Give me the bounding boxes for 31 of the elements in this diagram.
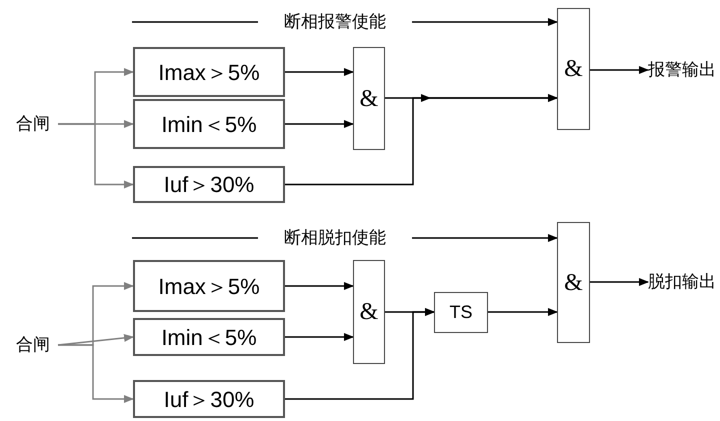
arrow [285,282,354,290]
output-label: 报警输出 [648,46,716,94]
arrow [590,278,649,286]
and-gate: & [353,47,385,150]
signal-label: 合闸 [8,113,58,135]
condition-box: Imin＜5% [133,99,285,149]
arrow [58,334,134,346]
condition-box: Imin＜5% [133,318,285,356]
arrow [488,308,558,316]
output-label: 脱扣输出 [648,258,716,306]
arrow [58,123,134,188]
delay-box: TS [434,292,488,333]
condition-box: Iuf＞30% [133,166,285,203]
arrow [285,94,558,186]
and-gate: & [353,260,385,364]
arrow [590,66,649,74]
signal-label: 断相脱扣使能 [258,226,412,250]
and-gate: & [557,8,590,130]
arrow [285,120,354,128]
arrow [412,18,558,26]
arrow [285,308,435,400]
and-gate: & [557,222,590,343]
signal-label: 断相报警使能 [258,10,412,34]
arrow [58,344,134,403]
signal-label: 合闸 [8,334,58,356]
condition-box: Iuf＞30% [133,380,285,418]
arrow [412,234,558,242]
arrow [285,68,354,76]
condition-box: Imax＞5% [133,260,285,312]
arrow [285,333,354,341]
condition-box: Imax＞5% [133,47,285,97]
